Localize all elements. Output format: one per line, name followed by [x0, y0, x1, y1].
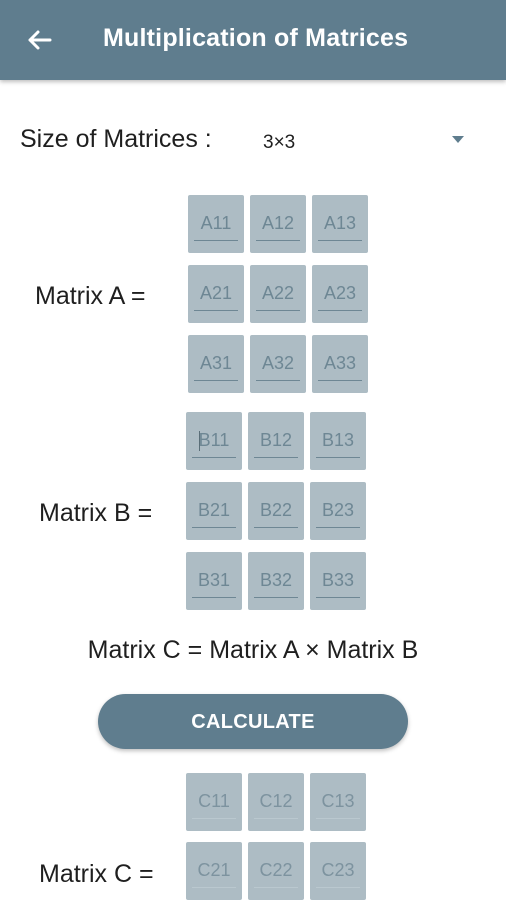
cell-placeholder: C22	[259, 860, 293, 880]
cell-placeholder: C13	[321, 791, 355, 811]
cell-placeholder: B13	[321, 430, 355, 450]
cell-placeholder: A31	[199, 353, 233, 373]
cell-placeholder: C21	[197, 860, 231, 880]
matrix-c-cell-c23: C23	[310, 842, 366, 900]
matrix-a-cell-a23[interactable]: A23	[312, 265, 368, 323]
matrix-b-label: Matrix B =	[39, 499, 153, 527]
cell-placeholder: B23	[321, 500, 355, 520]
cell-placeholder: A12	[261, 213, 295, 233]
arrow-left-icon	[28, 30, 52, 50]
size-value: 3×3	[263, 132, 296, 153]
text-cursor	[199, 431, 200, 451]
cell-placeholder: B21	[197, 500, 231, 520]
matrix-a-cell-a21[interactable]: A21	[188, 265, 244, 323]
equation-text: Matrix C = Matrix A × Matrix B	[87, 636, 419, 664]
matrix-b-cell-b22[interactable]: B22	[248, 482, 304, 540]
cell-placeholder: B33	[321, 570, 355, 590]
matrix-c-label: Matrix C =	[39, 860, 154, 888]
cell-placeholder: A22	[261, 283, 295, 303]
matrix-c-cell-c12: C12	[248, 773, 304, 831]
matrix-c-cell-c13: C13	[310, 773, 366, 831]
cell-placeholder: B32	[259, 570, 293, 590]
cell-placeholder: B12	[259, 430, 293, 450]
matrix-a-cell-a13[interactable]: A13	[312, 195, 368, 253]
cell-placeholder: C11	[198, 791, 230, 811]
matrix-c-cell-c21: C21	[186, 842, 242, 900]
size-label: Size of Matrices :	[20, 125, 212, 153]
back-button[interactable]	[22, 22, 58, 58]
matrix-a-cell-a33[interactable]: A33	[312, 335, 368, 393]
matrix-a-cell-a11[interactable]: A11	[188, 195, 244, 253]
matrix-b-cell-b33[interactable]: B33	[310, 552, 366, 610]
matrix-c-cell-c22: C22	[248, 842, 304, 900]
matrix-a-cell-a31[interactable]: A31	[188, 335, 244, 393]
cell-placeholder: C12	[259, 791, 293, 811]
cell-placeholder: A11	[200, 213, 232, 233]
cell-placeholder: A33	[323, 353, 357, 373]
matrix-b-cell-b32[interactable]: B32	[248, 552, 304, 610]
matrix-a-cell-a22[interactable]: A22	[250, 265, 306, 323]
cell-placeholder: B31	[197, 570, 231, 590]
matrix-b-cell-b31[interactable]: B31	[186, 552, 242, 610]
matrix-c-cell-c11: C11	[186, 773, 242, 831]
matrix-b-cell-b21[interactable]: B21	[186, 482, 242, 540]
matrix-b-cell-b13[interactable]: B13	[310, 412, 366, 470]
app-bar: Multiplication of Matrices	[0, 0, 506, 80]
matrix-a-cell-a12[interactable]: A12	[250, 195, 306, 253]
dropdown-arrow-icon	[452, 136, 464, 143]
size-dropdown[interactable]: 3×3	[256, 122, 471, 162]
cell-placeholder: B22	[259, 500, 293, 520]
page-title: Multiplication of Matrices	[103, 24, 409, 52]
matrix-a-cell-a32[interactable]: A32	[250, 335, 306, 393]
cell-placeholder: B11	[198, 430, 230, 450]
calculate-label: CALCULATE	[191, 711, 315, 733]
matrix-b-cell-b12[interactable]: B12	[248, 412, 304, 470]
matrix-b-cell-b23[interactable]: B23	[310, 482, 366, 540]
cell-placeholder: C23	[321, 860, 355, 880]
matrix-a-label: Matrix A =	[35, 282, 146, 310]
cell-placeholder: A13	[323, 213, 357, 233]
cell-placeholder: A21	[199, 283, 233, 303]
calculate-button[interactable]: CALCULATE	[98, 694, 408, 749]
cell-placeholder: A32	[261, 353, 295, 373]
matrix-b-cell-b11[interactable]: B11	[186, 412, 242, 470]
cell-placeholder: A23	[323, 283, 357, 303]
